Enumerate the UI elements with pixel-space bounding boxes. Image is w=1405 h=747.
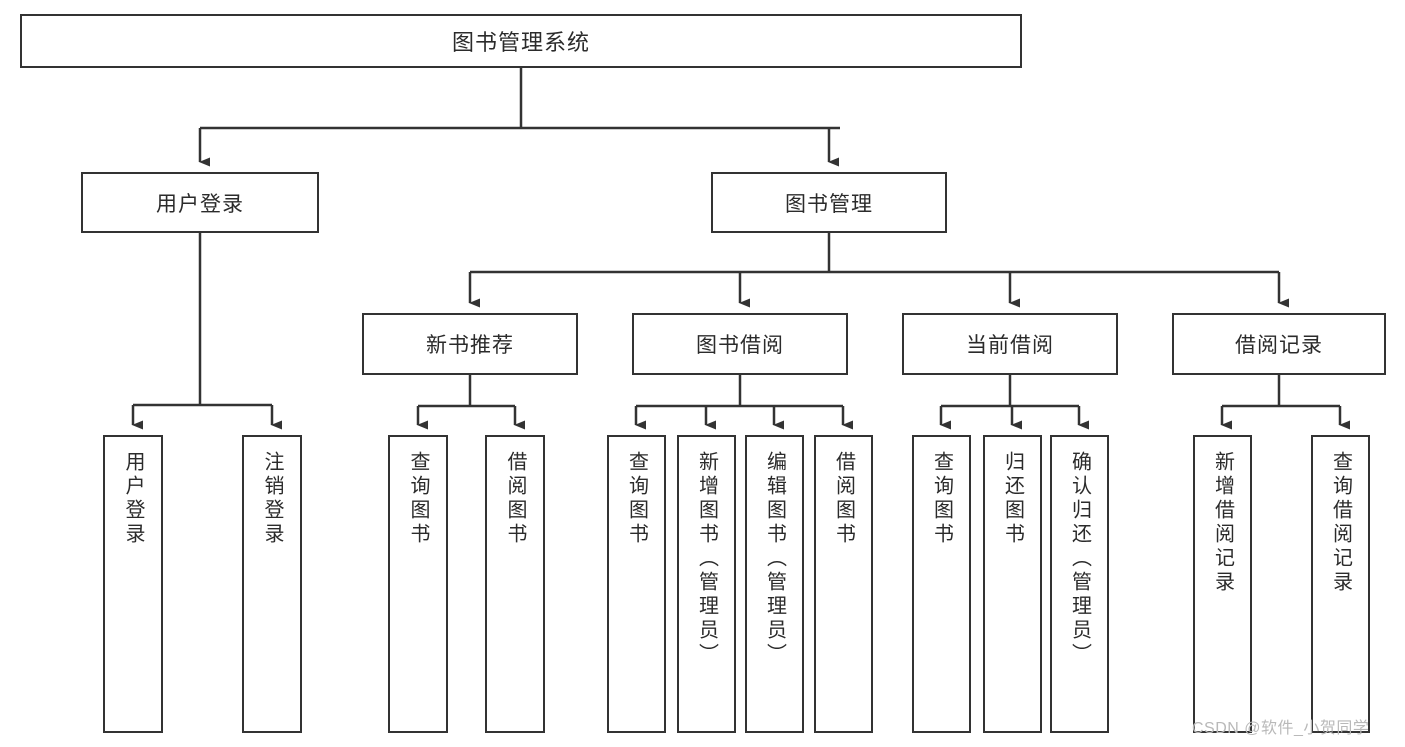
node-leaf-label: 用户登录 [122, 451, 144, 547]
node-level3-book-borrow[interactable]: 图书借阅 [632, 313, 848, 375]
node-leaf-query-book-current[interactable]: 查询图书 [912, 435, 971, 733]
node-leaf-query-book-borrow[interactable]: 查询图书 [607, 435, 666, 733]
node-level3-borrow-record[interactable]: 借阅记录 [1172, 313, 1386, 375]
node-leaf-label: 借阅图书 [504, 451, 526, 547]
node-leaf-borrow-book[interactable]: 借阅图书 [814, 435, 873, 733]
node-leaf-query-book-recommend[interactable]: 查询图书 [388, 435, 448, 733]
node-leaf-label: 借阅图书 [832, 451, 855, 547]
csdn-watermark: CSDN @软件_小贺同学 [1192, 720, 1370, 737]
node-leaf-add-book-admin[interactable]: 新增图书（管理员） [677, 435, 736, 733]
node-leaf-label: 查询图书 [625, 451, 648, 547]
node-leaf-return-book[interactable]: 归还图书 [983, 435, 1042, 733]
node-leaf-confirm-return-admin[interactable]: 确认归还（管理员） [1050, 435, 1109, 733]
node-root[interactable]: 图书管理系统 [20, 14, 1022, 68]
node-leaf-label: 查询图书 [407, 451, 429, 547]
node-leaf-logout-login[interactable]: 注销登录 [242, 435, 302, 733]
node-leaf-edit-book-admin[interactable]: 编辑图书（管理员） [745, 435, 804, 733]
node-leaf-label: 编辑图书（管理员） [763, 451, 786, 667]
node-leaf-query-borrow-record[interactable]: 查询借阅记录 [1311, 435, 1370, 733]
node-level3-current-borrow[interactable]: 当前借阅 [902, 313, 1118, 375]
node-leaf-label: 查询借阅记录 [1329, 451, 1352, 595]
node-leaf-label: 新增图书（管理员） [695, 451, 718, 667]
node-leaf-borrow-book-recommend[interactable]: 借阅图书 [485, 435, 545, 733]
node-leaf-add-borrow-record[interactable]: 新增借阅记录 [1193, 435, 1252, 733]
node-leaf-label: 查询图书 [930, 451, 953, 547]
node-leaf-label: 注销登录 [261, 451, 283, 547]
node-leaf-label: 新增借阅记录 [1211, 451, 1234, 595]
node-level2-book-management[interactable]: 图书管理 [711, 172, 947, 233]
node-level3-new-book-recommend[interactable]: 新书推荐 [362, 313, 578, 375]
node-leaf-label: 归还图书 [1001, 451, 1024, 547]
node-leaf-label: 确认归还（管理员） [1068, 451, 1091, 667]
node-level2-user-login[interactable]: 用户登录 [81, 172, 319, 233]
node-leaf-user-login[interactable]: 用户登录 [103, 435, 163, 733]
